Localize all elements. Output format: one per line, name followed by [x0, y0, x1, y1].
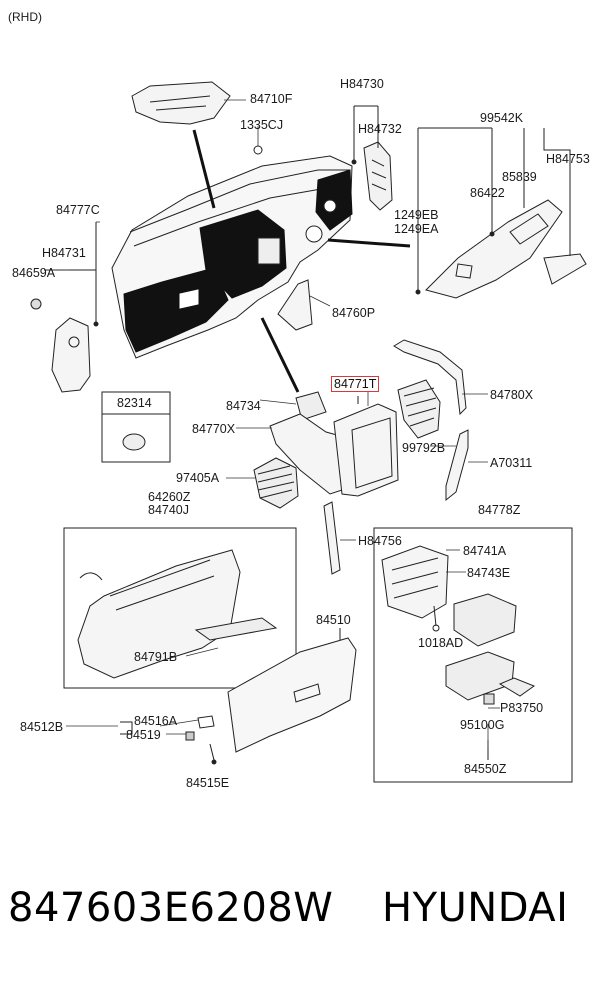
glove-box-door — [120, 628, 357, 765]
part-label-99792B[interactable]: 99792B — [402, 441, 446, 455]
part-label-1335CJ[interactable]: 1335CJ — [240, 118, 284, 132]
left-side-cover — [30, 222, 99, 393]
part-label-84778Z[interactable]: 84778Z — [478, 503, 521, 517]
part-label-64260Z[interactable]: 64260Z — [148, 490, 191, 504]
part-label-84515E[interactable]: 84515E — [186, 776, 230, 790]
side-bracket-h84732 — [253, 105, 393, 211]
dashboard-upper-assembly — [111, 81, 411, 393]
part-label-84743E[interactable]: 84743E — [467, 566, 511, 580]
part-label-84550Z[interactable]: 84550Z — [464, 762, 507, 776]
part-label-85839[interactable]: 85839 — [502, 170, 537, 184]
center-garnish-assembly — [253, 339, 469, 575]
part-label-97405A[interactable]: 97405A — [176, 471, 220, 485]
part-label-H84753[interactable]: H84753 — [546, 152, 590, 166]
part-label-1249EA[interactable]: 1249EA — [394, 222, 439, 236]
part-label-84770X[interactable]: 84770X — [192, 422, 236, 436]
part-label-99542K[interactable]: 99542K — [480, 111, 524, 125]
center-bezel-84760P — [277, 279, 313, 331]
part-label-84659A[interactable]: 84659A — [12, 266, 56, 280]
glove-box-housing-box — [63, 527, 297, 689]
part-label-84740J[interactable]: 84740J — [148, 503, 190, 517]
part-label-84734[interactable]: 84734 — [226, 399, 261, 413]
part-number-footer: 847603E6208W — [8, 885, 334, 931]
part-label-84741A[interactable]: 84741A — [463, 544, 507, 558]
part-label-H84756[interactable]: H84756 — [358, 534, 402, 548]
part-label-84777C[interactable]: 84777C — [56, 203, 100, 217]
right-lower-panel — [415, 127, 587, 299]
leader-lines — [44, 99, 500, 748]
part-label-84519[interactable]: 84519 — [126, 728, 161, 742]
part-label-84780X[interactable]: 84780X — [490, 388, 534, 402]
part-label-A70311[interactable]: A70311 — [490, 456, 533, 470]
brand-footer: HYUNDAI — [382, 885, 569, 931]
part-label-1018AD[interactable]: 1018AD — [418, 636, 464, 650]
part-label-H84732[interactable]: H84732 — [358, 122, 402, 136]
part-label-84791B[interactable]: 84791B — [134, 650, 178, 664]
part-label-H84730[interactable]: H84730 — [340, 77, 384, 91]
part-label-84771T-highlighted[interactable]: 84771T — [331, 376, 380, 392]
part-label-84516A[interactable]: 84516A — [134, 714, 178, 728]
part-label-P83750[interactable]: P83750 — [500, 701, 544, 715]
part-box-82314 — [101, 391, 171, 463]
part-label-84512B[interactable]: 84512B — [20, 720, 64, 734]
variant-label: (RHD) — [8, 10, 42, 24]
part-label-95100G[interactable]: 95100G — [460, 718, 505, 732]
part-label-84760P[interactable]: 84760P — [332, 306, 376, 320]
part-label-82314[interactable]: 82314 — [117, 396, 152, 410]
part-label-86422[interactable]: 86422 — [470, 186, 505, 200]
part-label-H84731[interactable]: H84731 — [42, 246, 86, 260]
part-label-1249EB[interactable]: 1249EB — [394, 208, 439, 222]
part-label-84510[interactable]: 84510 — [316, 613, 351, 627]
part-label-84710F[interactable]: 84710F — [250, 92, 293, 106]
